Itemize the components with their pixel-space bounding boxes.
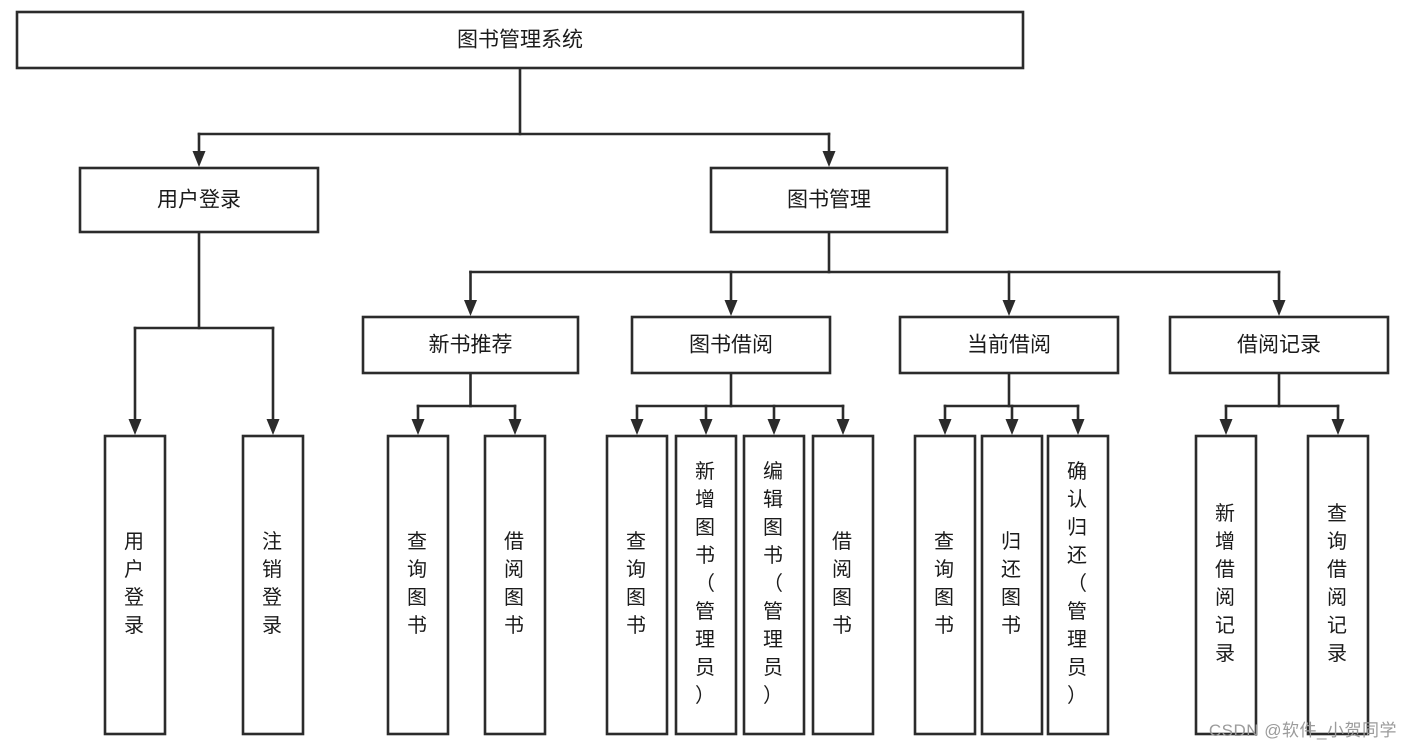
node-box: [913, 434, 977, 736]
arrow-head: [630, 419, 644, 435]
node-label: 新增借阅记录: [1215, 502, 1237, 665]
node-box: [811, 434, 875, 736]
node-label: 用户登录: [157, 189, 241, 212]
arrow-head: [767, 419, 781, 435]
node-layer: 新书推荐图书借阅当前借阅借阅记录用户登录图书管理用户登录注销登录查询图书借阅图书…: [15, 10, 1390, 736]
node-leaf-查询图书-8[interactable]: 查询图书: [913, 434, 977, 736]
node-label: 查询图书: [626, 530, 648, 637]
node-box: [15, 10, 1025, 70]
node-label: 查询借阅记录: [1327, 502, 1349, 665]
node-box: [103, 434, 167, 736]
node-leaf-归还图书-9[interactable]: 归还图书: [980, 434, 1044, 736]
node-l2-图书管理-1[interactable]: 图书管理: [709, 166, 949, 234]
arrow-head: [1331, 419, 1345, 435]
node-box: [78, 166, 320, 234]
node-leaf-注销登录-1[interactable]: 注销登录: [241, 434, 305, 736]
arrow-head: [266, 419, 280, 435]
arrow-head: [938, 419, 952, 435]
node-label: 借阅图书: [832, 530, 854, 637]
node-leaf-用户登录-0[interactable]: 用户登录: [103, 434, 167, 736]
node-box: [674, 434, 738, 736]
node-label: 查询图书: [407, 530, 429, 637]
node-label: 图书管理: [787, 189, 871, 212]
node-label: 编辑图书（管理员）: [763, 460, 785, 707]
node-leaf-查询借阅记录-12[interactable]: 查询借阅记录: [1306, 434, 1370, 736]
node-box: [605, 434, 669, 736]
node-leaf-查询图书-4[interactable]: 查询图书: [605, 434, 669, 736]
node-label: 归还图书: [1001, 530, 1023, 637]
node-leaf-查询图书-2[interactable]: 查询图书: [386, 434, 450, 736]
node-box: [1168, 315, 1390, 375]
node-l2-用户登录-0[interactable]: 用户登录: [78, 166, 320, 234]
node-l3-图书借阅-1[interactable]: 图书借阅: [630, 315, 832, 375]
node-box: [386, 434, 450, 736]
node-box: [742, 434, 806, 736]
node-box: [361, 315, 580, 375]
arrow-head: [508, 419, 522, 435]
node-label: 借阅记录: [1237, 334, 1321, 357]
node-box: [241, 434, 305, 736]
node-box: [630, 315, 832, 375]
node-box: [1306, 434, 1370, 736]
node-box: [1194, 434, 1258, 736]
arrow-head: [699, 419, 713, 435]
arrow-head: [822, 151, 836, 167]
connector-layer: [128, 66, 1345, 435]
node-label: 用户登录: [124, 531, 146, 637]
node-leaf-借阅图书-3[interactable]: 借阅图书: [483, 434, 547, 736]
node-leaf-编辑图书管理员-6[interactable]: 编辑图书（管理员）: [742, 434, 806, 736]
node-leaf-新增借阅记录-11[interactable]: 新增借阅记录: [1194, 434, 1258, 736]
node-label: 查询图书: [934, 530, 956, 637]
arrow-head: [192, 151, 206, 167]
node-leaf-确认归还管理员-10[interactable]: 确认归还（管理员）: [1046, 434, 1110, 736]
arrow-head: [836, 419, 850, 435]
node-label: 图书管理系统: [457, 29, 583, 52]
node-box: [1046, 434, 1110, 736]
node-l3-当前借阅-2[interactable]: 当前借阅: [898, 315, 1120, 375]
arrow-head: [1005, 419, 1019, 435]
arrow-head: [128, 419, 142, 435]
node-label: 借阅图书: [504, 530, 526, 637]
node-box: [709, 166, 949, 234]
node-label: 当前借阅: [967, 334, 1051, 357]
arrow-head: [724, 300, 738, 316]
arrow-head: [1219, 419, 1233, 435]
node-leaf-新增图书管理员-5[interactable]: 新增图书（管理员）: [674, 434, 738, 736]
node-label: 图书借阅: [689, 334, 773, 357]
arrow-head: [1002, 300, 1016, 316]
arrow-head: [1272, 300, 1286, 316]
node-box: [980, 434, 1044, 736]
arrow-head: [1071, 419, 1085, 435]
node-label: 注销登录: [262, 530, 284, 637]
node-label: 新书推荐: [429, 334, 513, 357]
node-label: 新增图书（管理员）: [695, 460, 717, 707]
node-l3-借阅记录-3[interactable]: 借阅记录: [1168, 315, 1390, 375]
node-l3-新书推荐-0[interactable]: 新书推荐: [361, 315, 580, 375]
arrow-head: [411, 419, 425, 435]
node-root-图书管理系统-0[interactable]: 图书管理系统: [15, 10, 1025, 70]
arrow-head: [464, 300, 477, 316]
node-box: [898, 315, 1120, 375]
node-leaf-借阅图书-7[interactable]: 借阅图书: [811, 434, 875, 736]
csdn-watermark: CSDN @软件_小贺同学: [1208, 721, 1397, 740]
node-label: 确认归还（管理员）: [1067, 460, 1089, 707]
node-box: [483, 434, 547, 736]
